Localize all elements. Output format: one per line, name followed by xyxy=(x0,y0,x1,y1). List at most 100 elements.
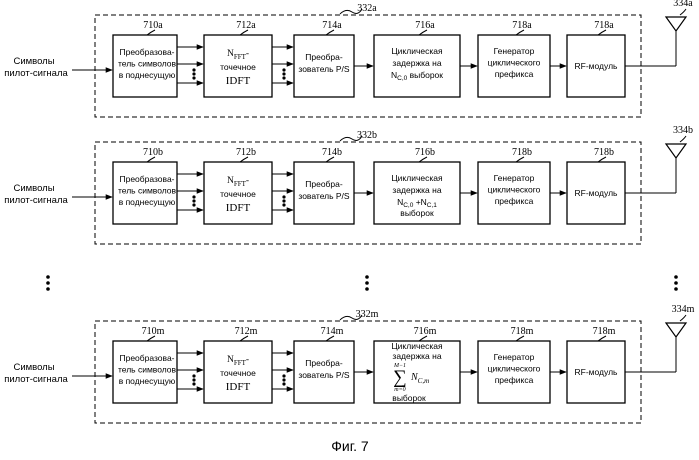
input-label-line1: Символы xyxy=(13,56,54,67)
parallel-dots xyxy=(192,76,195,79)
antenna-icon xyxy=(666,323,686,337)
ref-label-718b: 718b xyxy=(594,147,614,158)
vertical-ellipsis-3 xyxy=(674,275,678,279)
cp-text-line1: Генератор xyxy=(494,352,535,362)
ref-label-718m: 718m xyxy=(593,326,616,337)
input-label-line1: Символы xyxy=(13,183,54,194)
delay-text-line2: задержка на xyxy=(392,185,441,195)
mapper-text-line3: в поднесущую xyxy=(119,376,176,386)
cp-text-line1: Генератор xyxy=(494,46,535,56)
antenna-icon xyxy=(666,144,686,158)
mapper-text-line1: Преобразова- xyxy=(119,47,174,57)
antenna-ref-leader xyxy=(680,136,686,142)
delay-text-line2: задержка на xyxy=(392,58,441,68)
parallel-dots xyxy=(192,199,195,202)
ps-text-line2: зователь P/S xyxy=(298,191,350,201)
parallel-dots xyxy=(282,76,285,79)
ref-label-710m: 710m xyxy=(142,326,165,337)
sum-symbol: ∑ xyxy=(393,367,407,388)
mapper-text-line2: тель символов xyxy=(118,59,177,69)
transmit-chain-332m: 332mСимволыпилот-сигнала710m712m714m716m… xyxy=(4,304,694,423)
parallel-dots xyxy=(192,72,195,75)
input-label-line1: Символы xyxy=(13,362,54,373)
mapper-text-line1: Преобразова- xyxy=(119,353,174,363)
input-label-line2: пилот-сигнала xyxy=(4,195,68,206)
vertical-ellipsis-3 xyxy=(674,287,678,291)
ref-label-714m: 714m xyxy=(321,326,344,337)
mapper-text-line3: в поднесущую xyxy=(119,197,176,207)
antenna-ref-label: 334m xyxy=(672,304,695,315)
ps-text-line2: зователь P/S xyxy=(298,370,350,380)
parallel-dots xyxy=(192,382,195,385)
delay-text-line1: Циклическая xyxy=(391,46,443,56)
delay-text-line2: задержка на xyxy=(392,351,441,361)
vertical-ellipsis-3 xyxy=(674,281,678,285)
parallel-dots xyxy=(192,68,195,71)
mapper-text-line1: Преобразова- xyxy=(119,174,174,184)
rf-text: RF-модуль xyxy=(575,61,619,71)
cp-text-line3: префикса xyxy=(495,196,534,206)
parallel-dots xyxy=(192,378,195,381)
parallel-dots xyxy=(282,195,285,198)
ref-label-718m: 718m xyxy=(511,326,534,337)
delay-text-line1: Циклическая xyxy=(391,173,443,183)
idft-text-line2: точечное xyxy=(220,62,256,72)
parallel-dots xyxy=(282,378,285,381)
idft-text-line2: точечное xyxy=(220,368,256,378)
idft-text-line3: IDFT xyxy=(226,75,251,87)
idft-text-line2: точечное xyxy=(220,189,256,199)
idft-text-line3: IDFT xyxy=(226,381,251,393)
ref-label-714a: 714a xyxy=(322,20,342,31)
ps-text-line1: Преобра- xyxy=(305,358,343,368)
idft-text-line3: IDFT xyxy=(226,202,251,214)
delay-text-line1: Циклическая xyxy=(391,341,443,351)
ps-text-line2: зователь P/S xyxy=(298,64,350,74)
ref-label-718b: 718b xyxy=(512,147,532,158)
parallel-dots xyxy=(282,374,285,377)
delay-text-line4: выборок xyxy=(400,208,434,218)
vertical-ellipsis-2 xyxy=(365,275,369,279)
parallel-dots xyxy=(282,72,285,75)
transmit-chain-332b: 332bСимволыпилот-сигнала710b712b714b716b… xyxy=(4,125,693,244)
vertical-ellipsis-1 xyxy=(46,281,50,285)
cp-text-line2: циклического xyxy=(488,58,541,68)
ref-label-712a: 712a xyxy=(236,20,256,31)
parallel-dots xyxy=(192,195,195,198)
input-label-line2: пилот-сигнала xyxy=(4,374,68,385)
cp-text-line3: префикса xyxy=(495,69,534,79)
mapper-text-line3: в поднесущую xyxy=(119,70,176,80)
cp-text-line2: циклического xyxy=(488,364,541,374)
module-ref-label: 332a xyxy=(357,3,377,14)
cp-text-line1: Генератор xyxy=(494,173,535,183)
parallel-dots xyxy=(192,374,195,377)
antenna-ref-leader xyxy=(680,315,686,321)
ref-label-710b: 710b xyxy=(143,147,163,158)
ref-label-716a: 716a xyxy=(415,20,435,31)
parallel-dots xyxy=(282,382,285,385)
parallel-dots xyxy=(282,199,285,202)
antenna-ref-leader xyxy=(680,9,686,15)
ps-text-line1: Преобра- xyxy=(305,52,343,62)
ref-label-718a: 718a xyxy=(594,20,614,31)
vertical-ellipsis-1 xyxy=(46,287,50,291)
ref-label-716m: 716m xyxy=(414,326,437,337)
cp-text-line3: префикса xyxy=(495,375,534,385)
ref-label-714b: 714b xyxy=(322,147,342,158)
parallel-dots xyxy=(282,203,285,206)
ref-label-712m: 712m xyxy=(235,326,258,337)
mapper-text-line2: тель символов xyxy=(118,365,177,375)
parallel-dots xyxy=(192,203,195,206)
rf-text: RF-модуль xyxy=(575,367,619,377)
ref-label-712b: 712b xyxy=(236,147,256,158)
ref-label-710a: 710a xyxy=(143,20,163,31)
vertical-ellipsis-2 xyxy=(365,281,369,285)
cp-text-line2: циклического xyxy=(488,185,541,195)
rf-text: RF-модуль xyxy=(575,188,619,198)
input-label-line2: пилот-сигнала xyxy=(4,68,68,79)
mapper-text-line2: тель символов xyxy=(118,186,177,196)
transmit-chain-332a: 332aСимволыпилот-сигнала 710a 712a 714a 716a… xyxy=(4,0,693,117)
antenna-ref-label: 334b xyxy=(673,125,693,136)
ref-label-718a: 718a xyxy=(512,20,532,31)
antenna-icon xyxy=(666,17,686,31)
